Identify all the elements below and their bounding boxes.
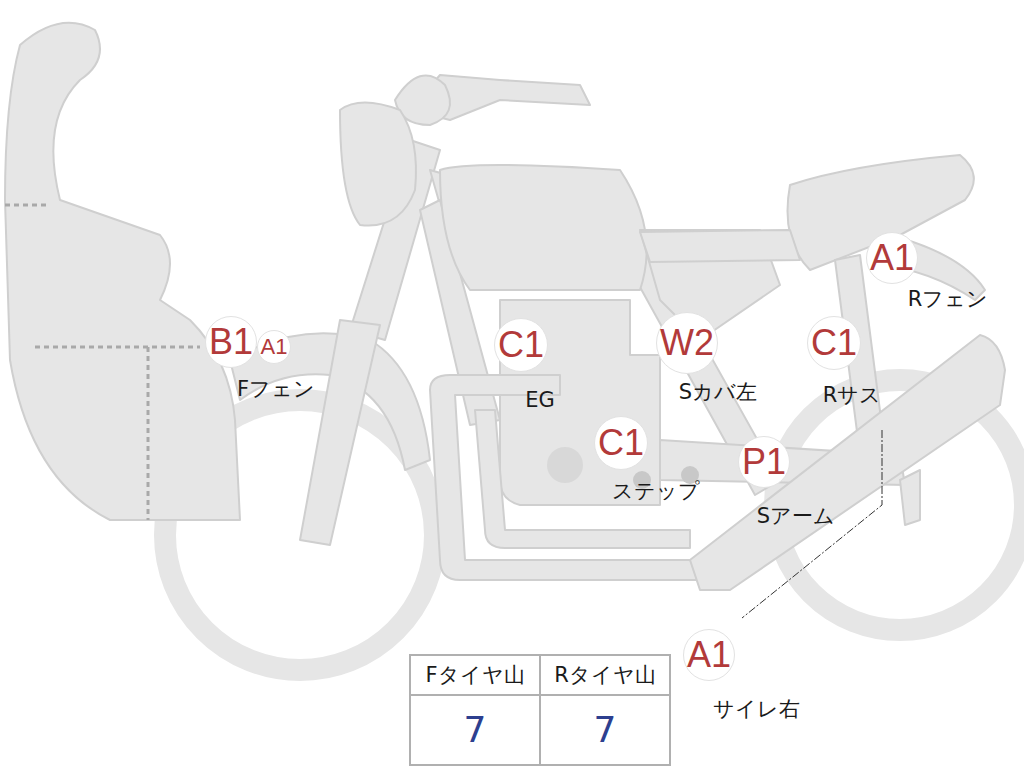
damage-code-circle: A1 — [683, 629, 735, 681]
leader-line — [742, 430, 882, 618]
callout-code: C1 — [498, 327, 544, 363]
damage-code-circle: P1 — [738, 436, 790, 488]
part-label: Rフェン — [908, 288, 989, 311]
callout-code: C1 — [598, 425, 644, 461]
part-label: Fタイヤ山 — [425, 664, 524, 687]
table-value: 7 — [594, 710, 617, 750]
table-value: 7 — [464, 710, 487, 750]
part-label: Rサス — [823, 384, 882, 407]
callout-code: W2 — [660, 325, 714, 361]
damage-code-circle: A1 — [866, 232, 918, 284]
tread-table — [410, 655, 670, 765]
callout-code: P1 — [742, 444, 786, 480]
part-label: Rタイヤ山 — [554, 664, 656, 687]
callout-code: C1 — [811, 325, 857, 361]
damage-code-circle: C1 — [807, 316, 861, 370]
part-label: Sアーム — [757, 505, 835, 528]
damage-code-circle: B1 — [205, 316, 257, 368]
callout-code: A1 — [687, 637, 731, 673]
damage-code-circle: C1 — [594, 416, 648, 470]
part-label: ステップ — [612, 480, 700, 503]
part-label: サイレ右 — [713, 698, 800, 721]
damage-code-circle: C1 — [494, 318, 548, 372]
part-label: Sカバ左 — [679, 381, 757, 404]
callout-code: B1 — [209, 324, 253, 360]
part-label: Fフェン — [237, 378, 315, 401]
part-label: EG — [525, 389, 555, 412]
callout-code: A1 — [870, 240, 914, 276]
damage-code-circle: W2 — [656, 312, 718, 374]
callout-code: A1 — [261, 336, 288, 358]
